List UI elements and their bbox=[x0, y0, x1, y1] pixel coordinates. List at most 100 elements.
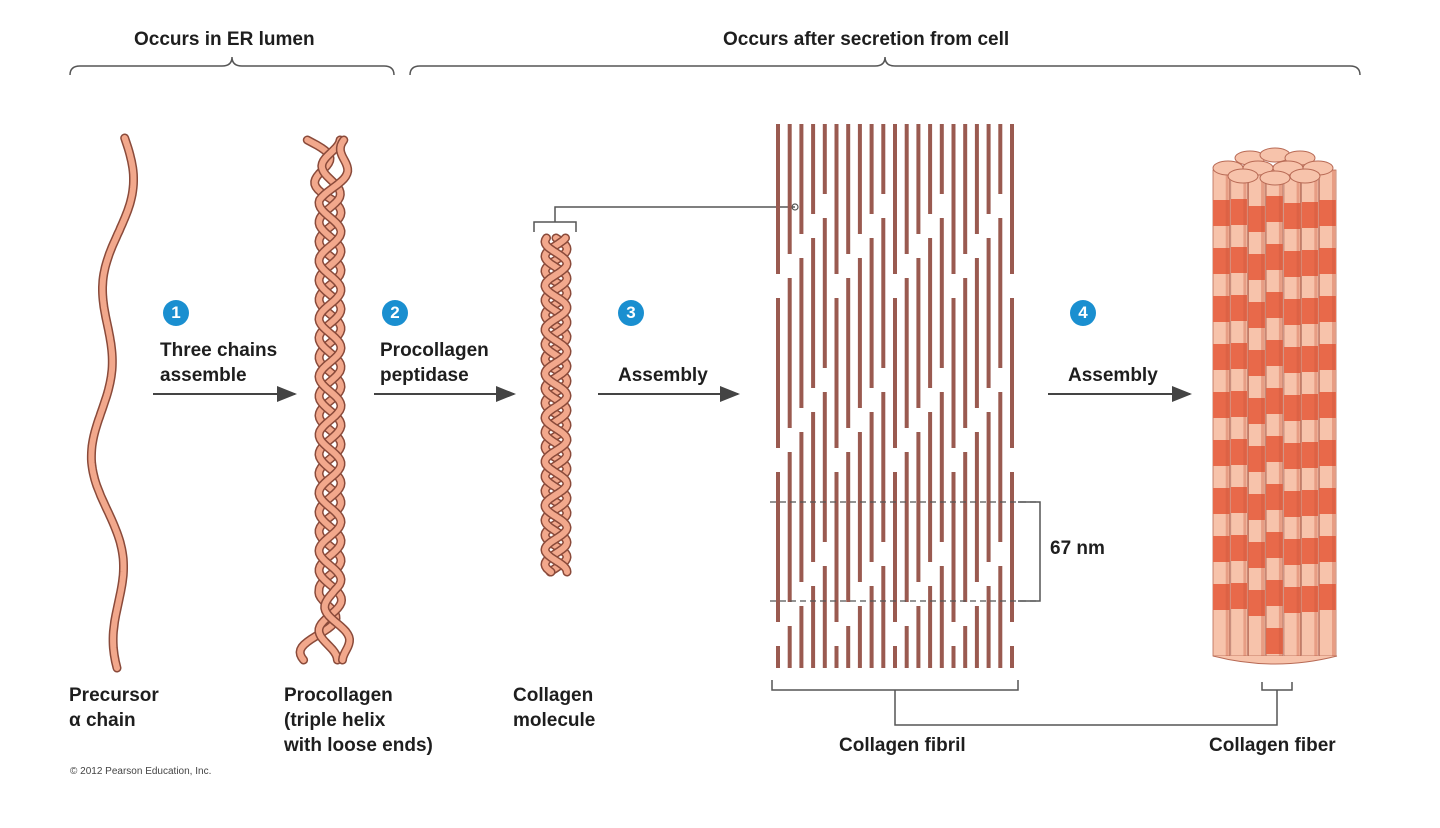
fiber-dark-band bbox=[1213, 200, 1230, 226]
fibril-segment bbox=[928, 412, 933, 562]
fibril-segment bbox=[939, 218, 944, 368]
fibril-segment bbox=[857, 258, 862, 408]
fiber-dark-band bbox=[1230, 295, 1248, 321]
fiber-dark-band bbox=[1301, 442, 1319, 468]
fibril-segment bbox=[869, 412, 874, 562]
fibril-segment bbox=[963, 626, 968, 668]
fiber-dark-band bbox=[1283, 587, 1301, 613]
fibril-segment bbox=[846, 278, 851, 428]
fiber-dark-band bbox=[1283, 491, 1301, 517]
fibril-segment bbox=[1010, 646, 1014, 668]
fibril-segment bbox=[834, 646, 839, 668]
fibril-segment bbox=[974, 258, 979, 408]
step-3-badge: 3 bbox=[618, 300, 644, 326]
fibril-segment bbox=[928, 124, 933, 214]
fiber-dark-band bbox=[1213, 248, 1230, 274]
fiber-column-shade bbox=[1243, 166, 1247, 656]
fiber-dark-band bbox=[1213, 488, 1230, 514]
fiber-dark-band bbox=[1213, 536, 1230, 562]
fiber-bracket bbox=[1261, 682, 1293, 691]
copyright-notice: © 2012 Pearson Education, Inc. bbox=[70, 766, 212, 777]
precursor-alpha-chain bbox=[86, 133, 138, 673]
fiber-dark-band bbox=[1301, 346, 1319, 372]
fiber-dark-band bbox=[1319, 488, 1336, 514]
fiber-dark-band bbox=[1248, 446, 1266, 472]
fiber-column-shade bbox=[1314, 166, 1318, 656]
fiber-dark-band bbox=[1283, 539, 1301, 565]
fibril-segment bbox=[822, 392, 827, 542]
fiber-label: Collagen fiber bbox=[1209, 735, 1336, 756]
collagen-fibril bbox=[776, 124, 1014, 668]
fiber-dark-band bbox=[1230, 439, 1248, 465]
fiber-dark-band bbox=[1283, 203, 1301, 229]
fiber-cap bbox=[1227, 168, 1259, 184]
fibril-segment bbox=[916, 124, 921, 234]
fibril-segment bbox=[881, 566, 886, 668]
fibril-segment bbox=[776, 472, 780, 622]
fibril-segment bbox=[846, 452, 851, 602]
fiber-dark-band bbox=[1301, 202, 1319, 228]
fibril-segment bbox=[998, 124, 1003, 194]
collagen-fiber bbox=[1212, 147, 1338, 665]
fibril-segment bbox=[834, 472, 839, 622]
fiber-dark-band bbox=[1283, 347, 1301, 373]
fiber-cap bbox=[1259, 170, 1291, 186]
fiber-dark-band bbox=[1283, 299, 1301, 325]
fibril-segment bbox=[893, 646, 897, 668]
fiber-dark-band bbox=[1266, 196, 1283, 222]
fiber-dark-band bbox=[1283, 443, 1301, 469]
fiber-dark-band bbox=[1213, 392, 1230, 418]
fibril-segment bbox=[869, 586, 874, 668]
fiber-column-shade bbox=[1278, 166, 1282, 656]
fiber-dark-band bbox=[1266, 532, 1283, 558]
fiber-dark-band bbox=[1248, 254, 1266, 280]
fibril-segment bbox=[776, 124, 780, 274]
fibril-segment bbox=[799, 258, 804, 408]
fibril-segment bbox=[893, 472, 897, 622]
fiber-dark-band bbox=[1301, 298, 1319, 324]
fibril-segment bbox=[881, 392, 886, 542]
fiber-dark-band bbox=[1230, 343, 1248, 369]
fibril-segment bbox=[998, 566, 1003, 668]
fibril-segment bbox=[986, 238, 991, 388]
procollagen-strand-1 bbox=[297, 137, 344, 663]
fibril-segment bbox=[822, 124, 827, 194]
fiber-dark-band bbox=[1248, 590, 1266, 616]
fiber-dark-band bbox=[1301, 538, 1319, 564]
fiber-dark-band bbox=[1230, 583, 1248, 609]
fibril-segment bbox=[787, 626, 792, 668]
molecule-label-line2: molecule bbox=[513, 710, 596, 731]
fibril-segment bbox=[986, 586, 991, 668]
fibril-segment bbox=[963, 278, 968, 428]
fiber-dark-band bbox=[1319, 392, 1336, 418]
step-3-label: Assembly bbox=[618, 365, 708, 386]
fibril-segment bbox=[916, 606, 921, 668]
fiber-dark-band bbox=[1266, 292, 1283, 318]
fiber-dark-band bbox=[1266, 340, 1283, 366]
fibril-segment bbox=[1010, 472, 1014, 622]
step-2-label-line2: peptidase bbox=[380, 365, 469, 386]
fibril-segment bbox=[986, 412, 991, 562]
fiber-dark-band bbox=[1301, 250, 1319, 276]
fiber-dark-band bbox=[1319, 296, 1336, 322]
fiber-dark-band bbox=[1301, 586, 1319, 612]
fibril-segment bbox=[846, 626, 851, 668]
fibril-segment bbox=[893, 298, 897, 448]
fiber-dark-band bbox=[1230, 247, 1248, 273]
fibril-segment bbox=[963, 452, 968, 602]
fibril-segment bbox=[904, 626, 909, 668]
molecule-strand-3 bbox=[542, 235, 570, 575]
fiber-dark-band bbox=[1266, 580, 1283, 606]
fiber-column-shade bbox=[1225, 170, 1229, 656]
fibril-label: Collagen fibril bbox=[839, 735, 966, 756]
alpha-chain-strand bbox=[88, 135, 137, 671]
measurement-bracket bbox=[1018, 501, 1041, 602]
fibril-segment bbox=[963, 124, 968, 254]
procollagen-label-line3: with loose ends) bbox=[284, 735, 433, 756]
procollagen-label-line2: (triple helix bbox=[284, 710, 386, 731]
fiber-dark-band bbox=[1319, 584, 1336, 610]
connector-dot bbox=[791, 203, 799, 211]
molecule-strand-1 bbox=[542, 235, 570, 575]
procollagen-strand-2 bbox=[315, 137, 345, 663]
